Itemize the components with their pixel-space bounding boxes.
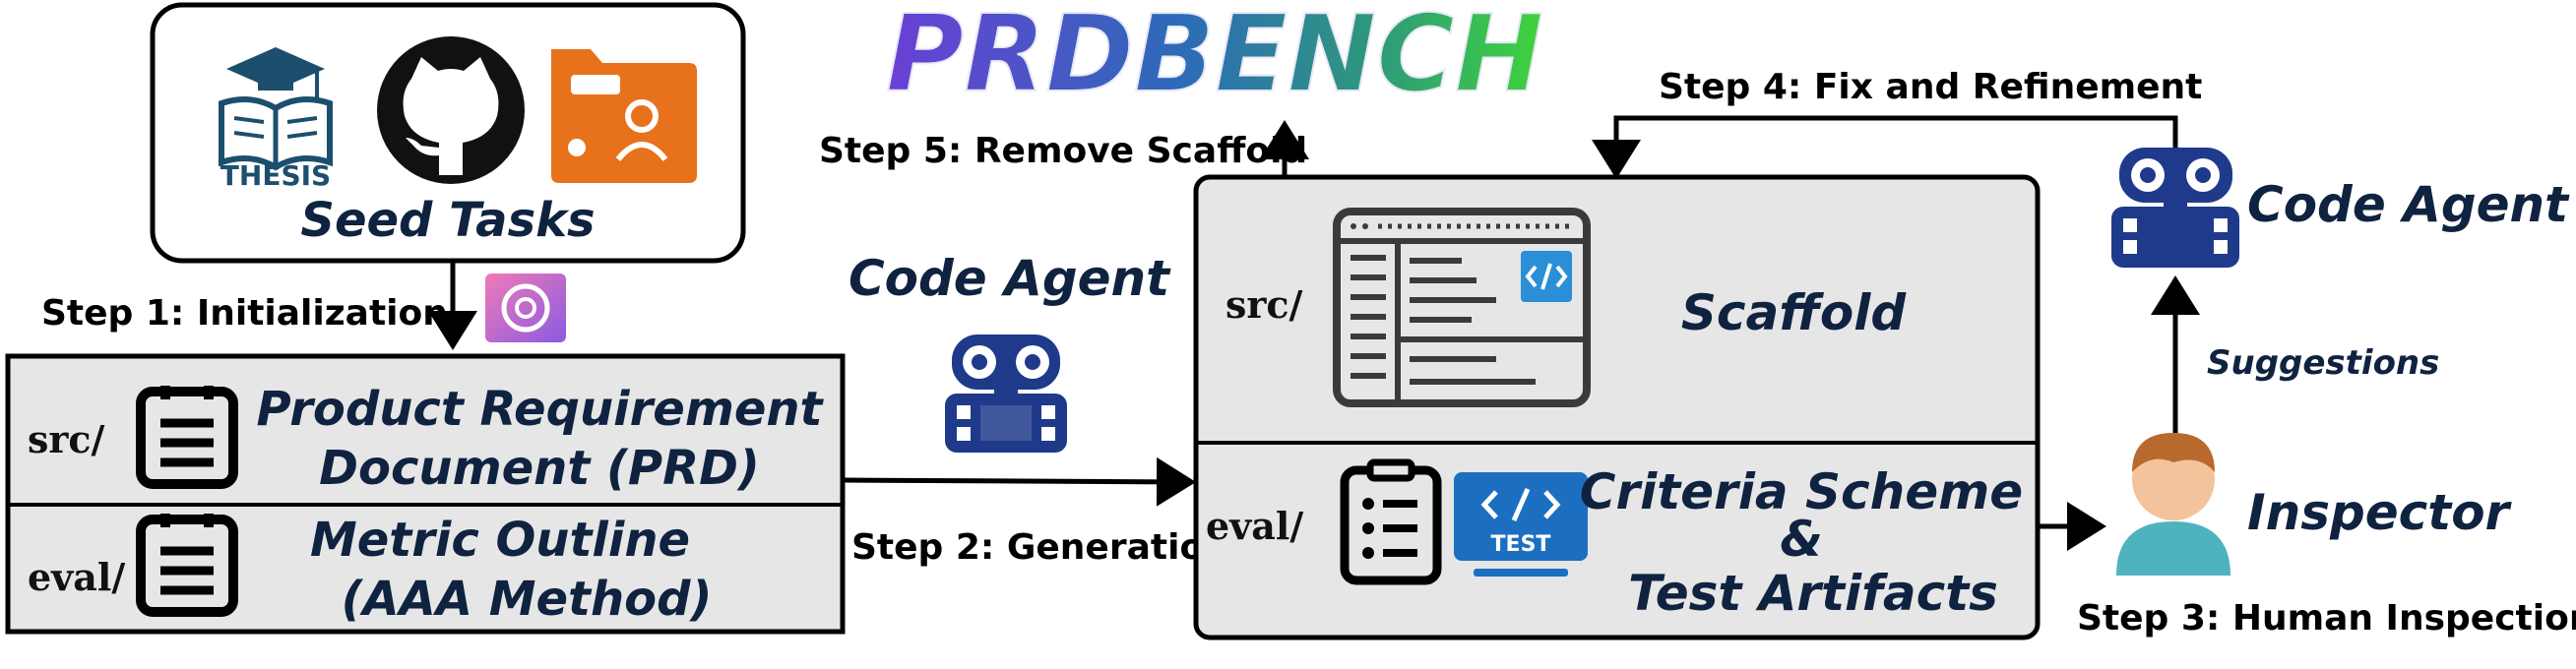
step3-label: Step 3: Human Inspection [2077,598,2576,639]
right-robot-icon [2111,148,2239,268]
middle-robot-icon [945,334,1067,453]
output-src-label: src/ [1225,282,1303,327]
criteria-line1: Criteria Scheme [1580,463,2023,520]
metric-line1: Metric Outline [310,513,690,568]
test-badge-icon: TEST [1454,472,1588,577]
checklist-icon [1340,458,1442,585]
criteria-line2: & [1780,511,1823,568]
prd-box: src/ eval/ Product Requirement Document … [5,353,846,635]
seed-tasks-label: Seed Tasks [300,193,595,248]
output-box: src/ eval/ Scaffold [1193,174,2041,640]
thesis-caption: THESIS [220,159,331,192]
step5-label: Step 5: Remove Scaffold [819,131,1307,171]
logo-text: PRDBENCH [886,0,1543,116]
chatgpt-icon [485,274,566,342]
inspector-person-icon [2116,433,2230,576]
github-icon [377,36,525,184]
test-badge-label: TEST [1491,532,1551,557]
thesis-icon: THESIS [219,47,333,192]
prd-src-label: src/ [28,417,105,461]
prd-eval-label: eval/ [28,555,125,599]
seed-tasks-box: THESIS Seed Tasks [150,2,746,264]
right-agent-label: Code Agent [2247,176,2570,233]
inspector-label: Inspector [2247,484,2513,541]
suggestions-label: Suggestions [2207,343,2439,383]
scaffold-window-icon [1333,208,1591,407]
document-icon [136,386,238,489]
metric-line2: (AAA Method) [342,572,713,627]
scaffold-label: Scaffold [1681,284,1908,341]
middle-agent-label: Code Agent [848,250,1171,307]
folder-user-icon [551,49,697,183]
prd-title-line1: Product Requirement [256,382,824,437]
step1-label: Step 1: Initialization [41,293,448,334]
output-eval-label: eval/ [1206,504,1303,548]
metric-document-icon [136,514,238,617]
step2-label: Step 2: Generation [851,527,1229,568]
prd-title-line2: Document (PRD) [319,441,760,496]
criteria-line3: Test Artifacts [1628,565,1998,622]
step4-label: Step 4: Fix and Refinement [1659,67,2202,107]
